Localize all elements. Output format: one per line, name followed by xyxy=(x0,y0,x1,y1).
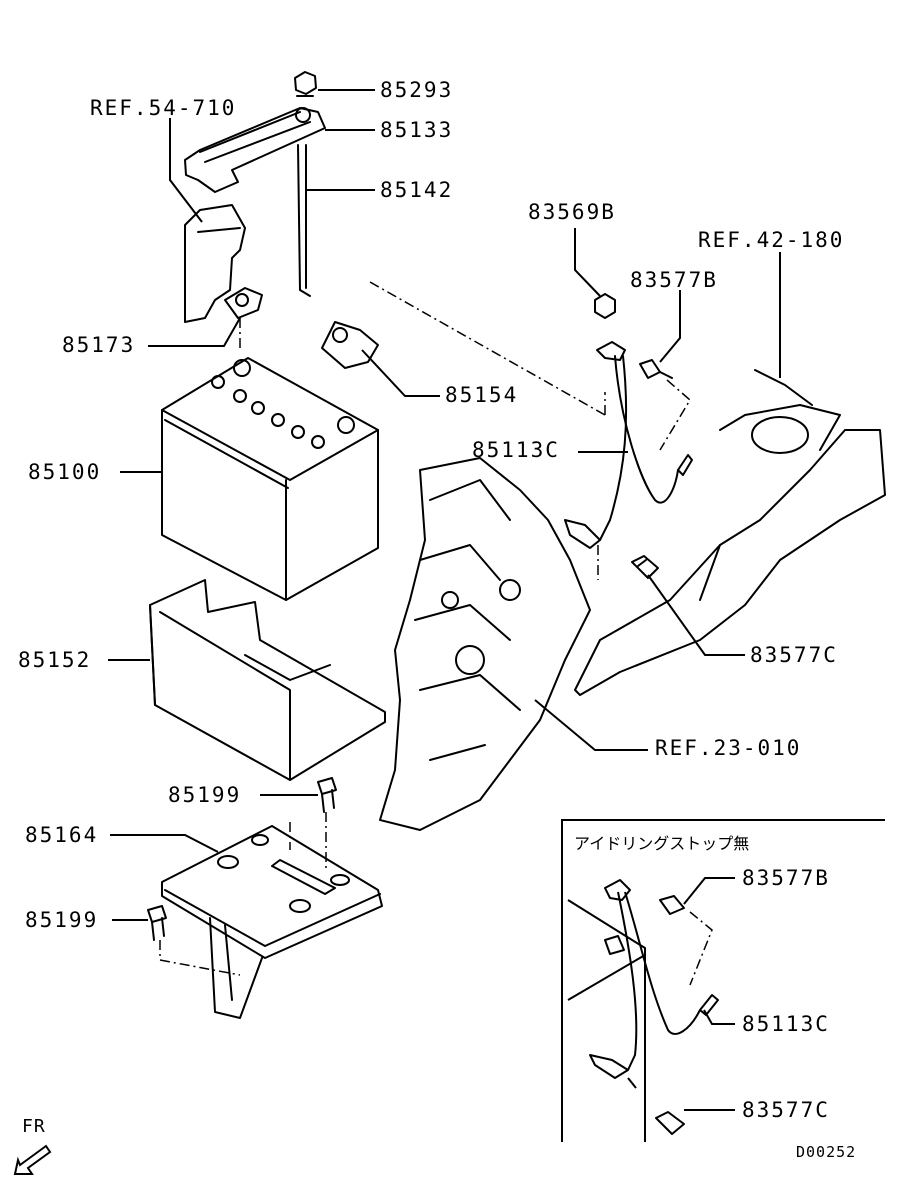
bolt-83577b xyxy=(639,359,673,379)
body-bracket xyxy=(184,204,246,323)
rod-85142 xyxy=(297,144,311,297)
terminal-85173 xyxy=(224,287,263,319)
inset-frame xyxy=(561,819,885,1142)
callout-85199-upper: 85199 xyxy=(168,783,242,807)
transmission-assembly xyxy=(379,457,591,831)
nut-83569b xyxy=(594,293,616,319)
inset-title: アイドリングストップ無 xyxy=(574,834,750,853)
callout-85173: 85173 xyxy=(62,333,136,357)
battery-bracket-85164 xyxy=(161,825,383,1019)
front-direction-label: FR xyxy=(22,1116,46,1137)
battery-tray-85152 xyxy=(149,579,386,781)
callout-85164: 85164 xyxy=(25,823,99,847)
nut-85293 xyxy=(294,71,317,97)
front-arrow-icon xyxy=(13,1144,52,1175)
bolt-85199-lower xyxy=(147,905,167,941)
callout-ref-23-010: REF.23-010 xyxy=(655,736,802,760)
callout-85199-lower: 85199 xyxy=(25,908,99,932)
bolt-85199-upper xyxy=(317,777,337,813)
terminal-85154 xyxy=(321,321,379,369)
hold-down-clamp xyxy=(184,107,326,193)
inset-callout-83577c: 83577C xyxy=(742,1098,830,1122)
callout-83569b: 83569B xyxy=(528,200,616,224)
callout-83577b: 83577B xyxy=(630,268,718,292)
callout-85113c: 85113C xyxy=(472,438,560,462)
callout-85293: 85293 xyxy=(380,78,454,102)
callout-85100: 85100 xyxy=(28,460,102,484)
battery-85100 xyxy=(161,357,379,601)
callout-85154: 85154 xyxy=(445,383,519,407)
callout-83577c: 83577C xyxy=(750,643,838,667)
callout-ref-54-710: REF.54-710 xyxy=(90,96,237,120)
callout-ref-42-180: REF.42-180 xyxy=(698,228,845,252)
body-side-member xyxy=(574,369,886,696)
bolt-83577c xyxy=(631,555,659,579)
ground-cable-85113c xyxy=(564,341,693,549)
diagram-code: D00252 xyxy=(796,1143,857,1161)
callout-85133: 85133 xyxy=(380,118,454,142)
inset-cable-drawing xyxy=(567,879,719,1142)
inset-callout-83577b: 83577B xyxy=(742,866,830,890)
callout-85142: 85142 xyxy=(380,178,454,202)
callout-85152: 85152 xyxy=(18,648,92,672)
inset-callout-85113c: 85113C xyxy=(742,1012,830,1036)
